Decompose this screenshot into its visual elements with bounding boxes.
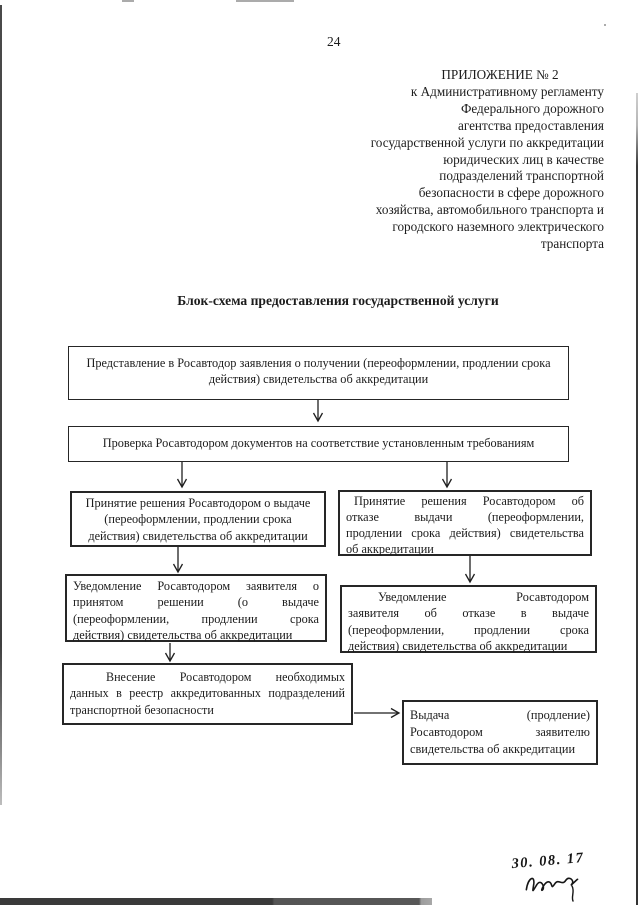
text-line: Принятие решения Росавтодором об — [354, 494, 584, 508]
scan-speck — [122, 0, 134, 2]
text-line: свидетельства об аккредитации — [410, 741, 576, 756]
text-line: городского наземного электрического — [392, 219, 604, 235]
text-line: Внесение Росавтодором необходимых — [106, 670, 345, 684]
text-line: юридических лиц в качестве — [443, 151, 604, 167]
text-line: Росавтодором заявителю — [410, 724, 590, 739]
text-line: транспорта — [540, 236, 604, 252]
text-line: Федерального дорожного — [460, 100, 604, 116]
flow-box-application: Представление в Росавтодор заявления о п… — [68, 346, 569, 400]
text-line: Уведомление Росавтодором — [378, 590, 589, 604]
text-line: действия) свидетельства об аккредитации — [208, 372, 429, 387]
signature-scribble — [525, 877, 579, 902]
text-line: заявителя об отказе в выдаче — [348, 606, 589, 621]
arrow-reject-decision-to-notice — [464, 556, 476, 584]
text-line: действия) свидетельства об аккредитации — [88, 528, 308, 543]
text-line: действия) свидетельства об аккредитации — [73, 627, 293, 642]
flow-box-approve-decision: Принятие решения Росавтодором о выдаче (п… — [70, 491, 326, 547]
text-line: (переоформлении, продлении срока — [73, 611, 319, 626]
text-line: (переоформлении, продлении срока — [104, 512, 292, 527]
flow-box-certificate-issue: Выдача (продление) Росавтодором заявителю… — [402, 700, 598, 765]
text-line: действия) свидетельства об аккредитации — [348, 638, 568, 653]
text-line: Представление в Росавтодор заявления о п… — [86, 356, 551, 370]
flow-box-reject-notice: Уведомление Росавтодором заявителя об отк… — [340, 585, 597, 653]
arrow-application-to-check — [312, 400, 324, 423]
text-line: об аккредитации — [346, 541, 434, 556]
text-line: Принятие решения Росавтодором о выдаче — [85, 496, 311, 510]
flow-box-registry-entry: Внесение Росавтодором необходимых данных … — [62, 663, 353, 725]
scan-bottom-bar — [0, 898, 432, 905]
arrow-approve-notice-to-registry — [164, 643, 176, 663]
text-line: Проверка Росавтодором документов на соот… — [102, 436, 535, 450]
document-title: Блок-схема предоставления государственно… — [177, 293, 499, 308]
text-line: отказе выдачи (переоформлении, — [346, 509, 584, 524]
scan-speck — [604, 24, 606, 26]
text-line: безопасности в сфере дорожного — [418, 185, 604, 201]
text-line: данных в реестр аккредитованных подразде… — [70, 686, 345, 701]
page-number: 24 — [327, 34, 341, 49]
scan-left-edge-line — [0, 5, 2, 805]
flow-box-approve-notice: Уведомление Росавтодором заявителя о прин… — [65, 574, 327, 642]
arrow-registry-to-issue — [354, 707, 401, 719]
flow-box-document-check: Проверка Росавтодором документов на соот… — [68, 426, 569, 462]
text-line: ПРИЛОЖЕНИЕ № 2 — [441, 67, 559, 82]
text-line: Выдача (продление) — [410, 708, 590, 722]
text-line: принятом решении (о выдаче — [73, 595, 319, 610]
text-line: агентства предоставления — [457, 117, 604, 133]
text-line: к Административному регламенту — [410, 83, 604, 99]
arrow-approve-decision-to-notice — [172, 547, 184, 574]
text-line: подразделений транспортной — [439, 168, 604, 184]
text-line: Уведомление Росавтодором заявителя о — [73, 579, 319, 593]
text-line: транспортной безопасности — [70, 702, 214, 717]
scan-right-edge-line — [636, 93, 638, 905]
text-line: продлении срока действия) свидетельства — [346, 525, 584, 540]
text-line: (переоформлении, продлении срока — [348, 622, 589, 637]
arrow-check-to-approve-decision — [176, 462, 188, 489]
text-line: государственной услуги по аккредитации — [370, 134, 604, 150]
arrow-check-to-reject-decision — [441, 462, 453, 489]
scan-speck — [236, 0, 294, 2]
text-line: хозяйства, автомобильного транспорта и — [375, 202, 604, 218]
